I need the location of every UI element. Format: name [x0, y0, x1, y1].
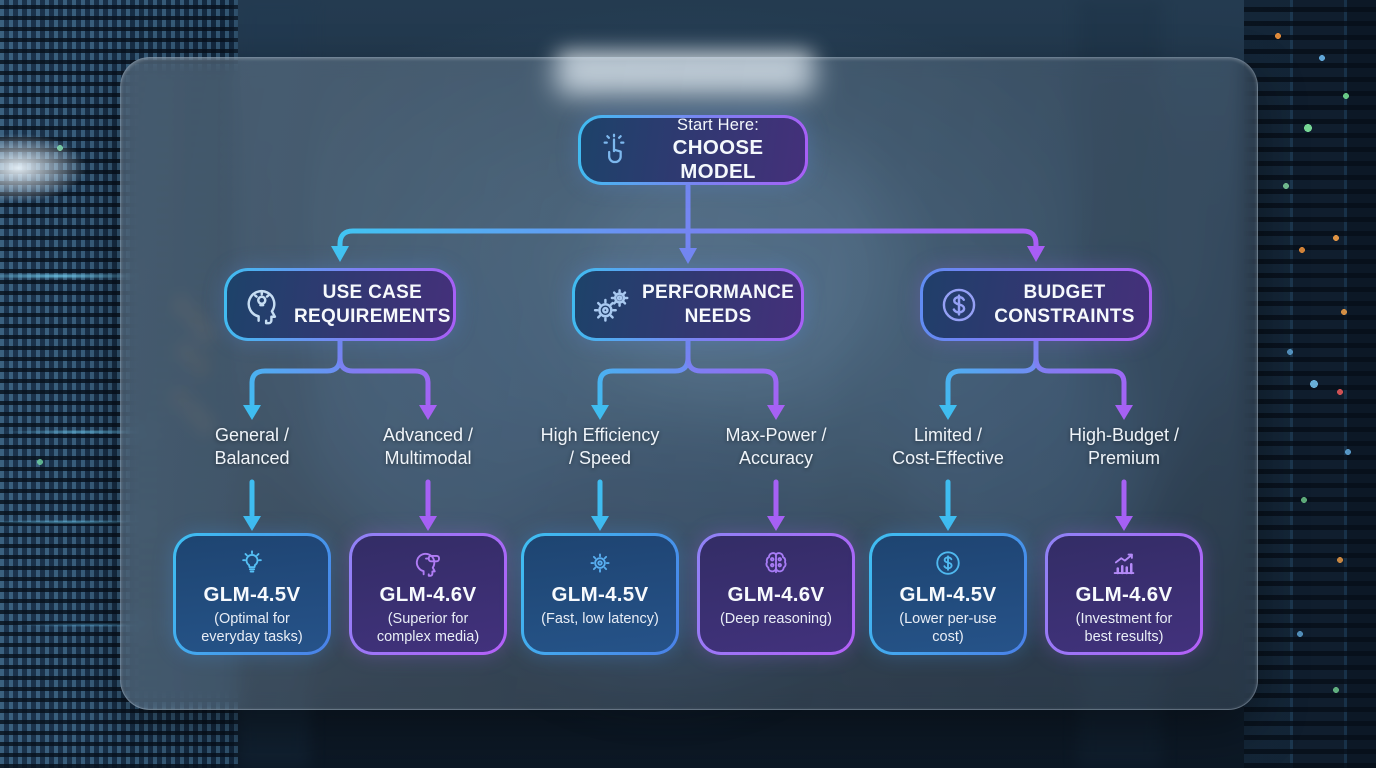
dollar-circle-icon — [933, 548, 963, 578]
branch-title: USE CASE REQUIREMENTS — [294, 281, 451, 327]
option-label-high-efficiency: High Efficiency / Speed — [540, 425, 660, 469]
option-label-general-balanced: General / Balanced — [214, 425, 290, 469]
option-label-max-power: Max-Power / Accuracy — [725, 425, 827, 469]
result-node-glm46v-reasoning: GLM-4.6V (Deep reasoning) — [697, 533, 855, 655]
model-note: (Superior for complex media) — [376, 611, 480, 646]
model-note: (Fast, low latency) — [541, 611, 659, 627]
option-label-high-budget: High-Budget / Premium — [1068, 425, 1180, 469]
model-note: (Lower per-use cost) — [899, 611, 997, 646]
vr-headset-head-icon — [413, 548, 443, 578]
model-note: (Optimal for everyday tasks) — [201, 611, 303, 646]
model-note: (Deep reasoning) — [719, 611, 833, 627]
model-name: GLM-4.5V — [899, 583, 997, 606]
model-name: GLM-4.5V — [551, 583, 649, 606]
head-idea-icon — [242, 284, 284, 326]
brain-icon — [761, 548, 791, 578]
result-node-glm45v-fast: GLM-4.5V (Fast, low latency) — [521, 533, 679, 655]
result-node-glm45v-cost: GLM-4.5V (Lower per-use cost) — [869, 533, 1027, 655]
result-node-glm46v-investment: GLM-4.6V (Investment for best results) — [1045, 533, 1203, 655]
model-note: (Investment for best results) — [1075, 611, 1173, 646]
model-name: GLM-4.6V — [727, 583, 825, 606]
root-subtitle: Start Here: — [677, 116, 759, 134]
gears-icon — [590, 284, 632, 326]
branch-title: PERFORMANCE NEEDS — [642, 281, 795, 327]
branch-node-performance: PERFORMANCE NEEDS — [572, 268, 804, 341]
gear-icon — [585, 548, 615, 578]
server-rack-right — [1244, 0, 1376, 768]
model-name: GLM-4.5V — [203, 583, 301, 606]
branch-title: BUDGET CONSTRAINTS — [994, 281, 1135, 327]
branch-node-use-case: USE CASE REQUIREMENTS — [224, 268, 456, 341]
lightbulb-icon — [237, 548, 267, 578]
tap-click-icon — [597, 133, 631, 167]
growth-chart-icon — [1109, 548, 1139, 578]
root-title: CHOOSE MODEL — [672, 136, 764, 183]
dollar-circle-icon — [938, 284, 980, 326]
option-label-limited-cost: Limited / Cost-Effective — [892, 425, 1004, 469]
result-node-glm46v-media: GLM-4.6V (Superior for complex media) — [349, 533, 507, 655]
branch-node-budget: BUDGET CONSTRAINTS — [920, 268, 1152, 341]
option-label-advanced-multimodal: Advanced / Multimodal — [382, 425, 474, 469]
model-name: GLM-4.6V — [1075, 583, 1173, 606]
model-name: GLM-4.6V — [379, 583, 477, 606]
result-node-glm45v-everyday: GLM-4.5V (Optimal for everyday tasks) — [173, 533, 331, 655]
root-node-choose-model: Start Here: CHOOSE MODEL — [578, 115, 808, 185]
